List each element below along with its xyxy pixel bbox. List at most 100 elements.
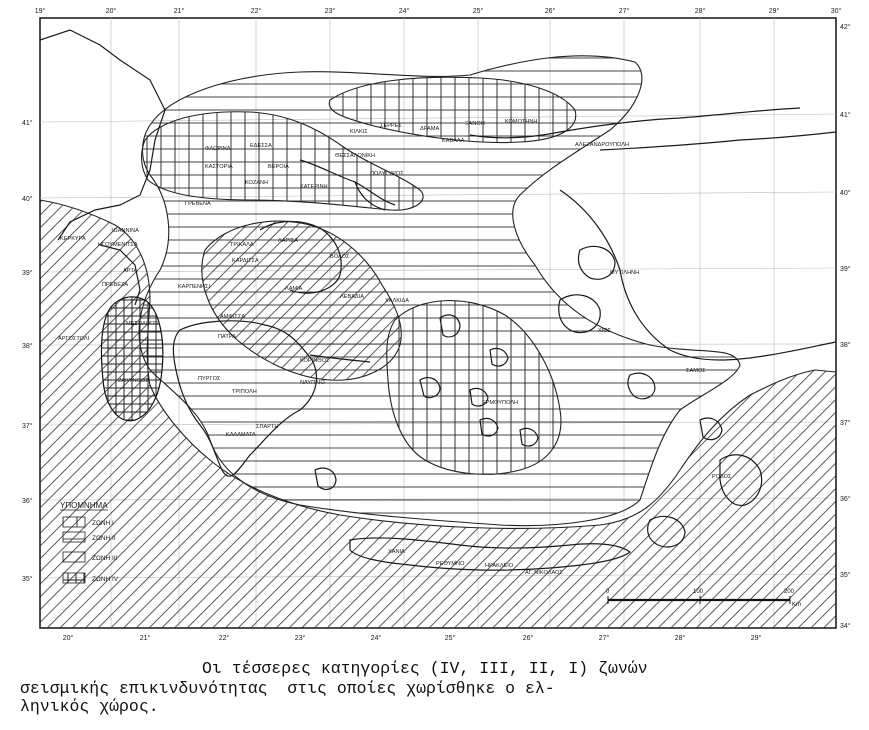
city-label: ΒΟΛΟΣ [330, 254, 350, 260]
city-label: ΓΡΕΒΕΝΑ [185, 201, 211, 207]
city-label: ΑΛΕΞΑΝΔΡΟΥΠΟΛΗ [575, 142, 629, 148]
right-latitude-label: 34° [840, 622, 851, 630]
right-latitude-label: 36° [840, 495, 851, 503]
coordinate-labels: 19°20°21°22°23°24°25°26°27°28°29°30°20°2… [22, 7, 851, 642]
scale-tick-0: 0 [606, 589, 610, 595]
legend-label-zone-3: ΖΩΝΗ ΙΙΙ [92, 555, 118, 562]
city-label: ΧΙΟΣ [598, 328, 612, 334]
city-label: ΧΑΝΙΑ [388, 549, 405, 555]
caption-line-3: ληνικός χώρος. [20, 697, 159, 716]
legend-swatch-zone-1 [62, 516, 86, 528]
top-longitude-label: 26° [545, 7, 556, 15]
left-latitude-label: 39° [22, 269, 33, 277]
city-label: ΚΟΡΙΝΘΟΣ [300, 358, 330, 364]
city-label: ΡΕΘΥΜΝΟ [436, 561, 465, 567]
city-label: ΕΔΕΣΣΑ [250, 143, 272, 149]
top-longitude-label: 23° [325, 7, 336, 15]
city-label: ΑΡΓΟΣΤΟΛΙ [58, 336, 90, 342]
city-label: ΙΩΑΝΝΙΝΑ [112, 228, 139, 234]
legend-label-zone-1: ΖΩΝΗ Ι [92, 520, 114, 527]
right-latitude-label: 35° [840, 571, 851, 579]
city-label: ΠΟΛΥΓΥΡΟΣ [370, 171, 404, 177]
city-label: ΤΡΙΚΑΛΑ [230, 242, 254, 248]
right-latitude-label: 37° [840, 419, 851, 427]
right-latitude-label: 39° [840, 265, 851, 273]
city-label: ΖΑΚΥΝΘΟΣ [118, 378, 149, 384]
bottom-longitude-label: 24° [371, 634, 382, 642]
city-label: ΧΑΛΚΙΔΑ [385, 298, 409, 304]
city-label: ΗΓΟΥΜΕΝΙΤΣΑ [98, 242, 138, 248]
top-longitude-label: 28° [695, 7, 706, 15]
city-label: ΠΡΕΒΕΖΑ [102, 282, 128, 288]
bottom-longitude-label: 28° [675, 634, 686, 642]
city-label: ΚΑΡΔΙΤΣΑ [232, 258, 259, 264]
top-longitude-label: 24° [399, 7, 410, 15]
city-label: ΤΡΙΠΟΛΗ [232, 389, 257, 395]
left-latitude-label: 40° [22, 195, 33, 203]
scale-tick-200: 200 [784, 589, 795, 595]
legend-title: ΥΠΟΜΝΗΜΑ [60, 501, 108, 510]
city-label: ΣΑΜΟΣ [686, 368, 706, 374]
figure-caption: Οι τέσσερες κατηγορίες (IV, III, II, I) … [0, 650, 869, 716]
city-label: ΚΑΛΑΜΑΤΑ [226, 432, 256, 438]
city-label: ΛΑΜΙΑ [285, 286, 303, 292]
caption-line-2: σεισμικής επικινδυνότητας στις οποίες χω… [20, 679, 555, 698]
top-longitude-label: 29° [769, 7, 780, 15]
legend-swatch-zone-3 [62, 551, 86, 563]
top-longitude-label: 22° [251, 7, 262, 15]
top-longitude-label: 25° [473, 7, 484, 15]
scale-bar: 0 100 200 Km [606, 589, 801, 608]
zone-4-area-ionian [100, 296, 164, 422]
left-latitude-label: 36° [22, 497, 33, 505]
top-longitude-label: 27° [619, 7, 630, 15]
right-latitude-label: 41° [840, 111, 851, 119]
zone-1-area-cyclades [386, 300, 562, 475]
city-label: ΛΕΒΑΔΙΑ [340, 294, 364, 300]
coastline [40, 29, 836, 571]
seismic-zone-map: 0 100 200 Km ΥΠΟΜΝΗΜΑ ΖΩΝΗ Ι ΖΩΝΗ ΙΙ ΖΩΝ… [22, 7, 851, 642]
city-label: ΚΑΤΕΡΙΝΗ [300, 184, 328, 190]
left-latitude-label: 38° [22, 342, 33, 350]
city-label: ΚΑΣΤΟΡΙΑ [205, 164, 233, 170]
city-label: ΔΡΑΜΑ [420, 126, 439, 132]
legend-swatch-zone-4 [62, 572, 86, 584]
city-label: ΠΑΤΡΑ [218, 334, 236, 340]
zone-1-area-north [141, 111, 424, 211]
city-label: ΠΥΡΓΟΣ [198, 376, 221, 382]
right-latitude-label: 40° [840, 189, 851, 197]
city-label: ΘΕΣΣΑΛΟΝΙΚΗ [335, 153, 375, 159]
bottom-longitude-label: 29° [751, 634, 762, 642]
city-label: ΜΥΤΙΛΗΝΗ [610, 270, 639, 276]
left-latitude-label: 41° [22, 119, 33, 127]
city-label: ΣΕΡΡΕΣ [380, 123, 402, 129]
right-latitude-label: 42° [840, 23, 851, 31]
top-longitude-label: 30° [831, 7, 842, 15]
bottom-longitude-label: 20° [63, 634, 74, 642]
scale-unit: Km [792, 602, 801, 608]
city-label: ΦΛΩΡΙΝΑ [205, 146, 231, 152]
city-label: ΑΜΦΙΣΣΑ [220, 314, 245, 320]
scale-tick-100: 100 [693, 589, 704, 595]
bottom-longitude-label: 25° [445, 634, 456, 642]
city-label: ΞΑΝΘΗ [465, 121, 485, 127]
zone-3-area-west [40, 199, 836, 628]
legend-label-zone-2: ΖΩΝΗ ΙΙ [92, 535, 116, 542]
city-label: ΛΑΡΙΣΑ [278, 238, 298, 244]
bottom-longitude-label: 22° [219, 634, 230, 642]
bottom-longitude-label: 21° [140, 634, 151, 642]
legend-swatch-zone-2 [62, 531, 86, 543]
map-body: 0 100 200 Km ΥΠΟΜΝΗΜΑ ΖΩΝΗ Ι ΖΩΝΗ ΙΙ ΖΩΝ… [40, 18, 836, 628]
city-label: ΒΕΡΟΙΑ [268, 164, 289, 170]
zone-1-area-thrace [328, 76, 577, 144]
city-label: ΗΡΑΚΛΕΙΟ [485, 563, 514, 569]
left-latitude-label: 35° [22, 575, 33, 583]
city-label: ΜΕΣΟΛΟΓΓΙ [126, 321, 158, 327]
caption-line-1: Οι τέσσερες κατηγορίες (IV, III, II, I) … [202, 659, 648, 678]
city-label: ΕΡΜΟΥΠΟΛΗ [482, 400, 518, 406]
city-label: ΚΑΒΑΛΑ [442, 138, 465, 144]
legend-label-zone-4: ΖΩΝΗ ΙV [92, 576, 119, 583]
city-label: ΑΡΤΑ [123, 268, 137, 274]
city-label: ΚΙΛΚΙΣ [350, 129, 368, 135]
city-label: ΡΟΔΟΣ [712, 474, 732, 480]
